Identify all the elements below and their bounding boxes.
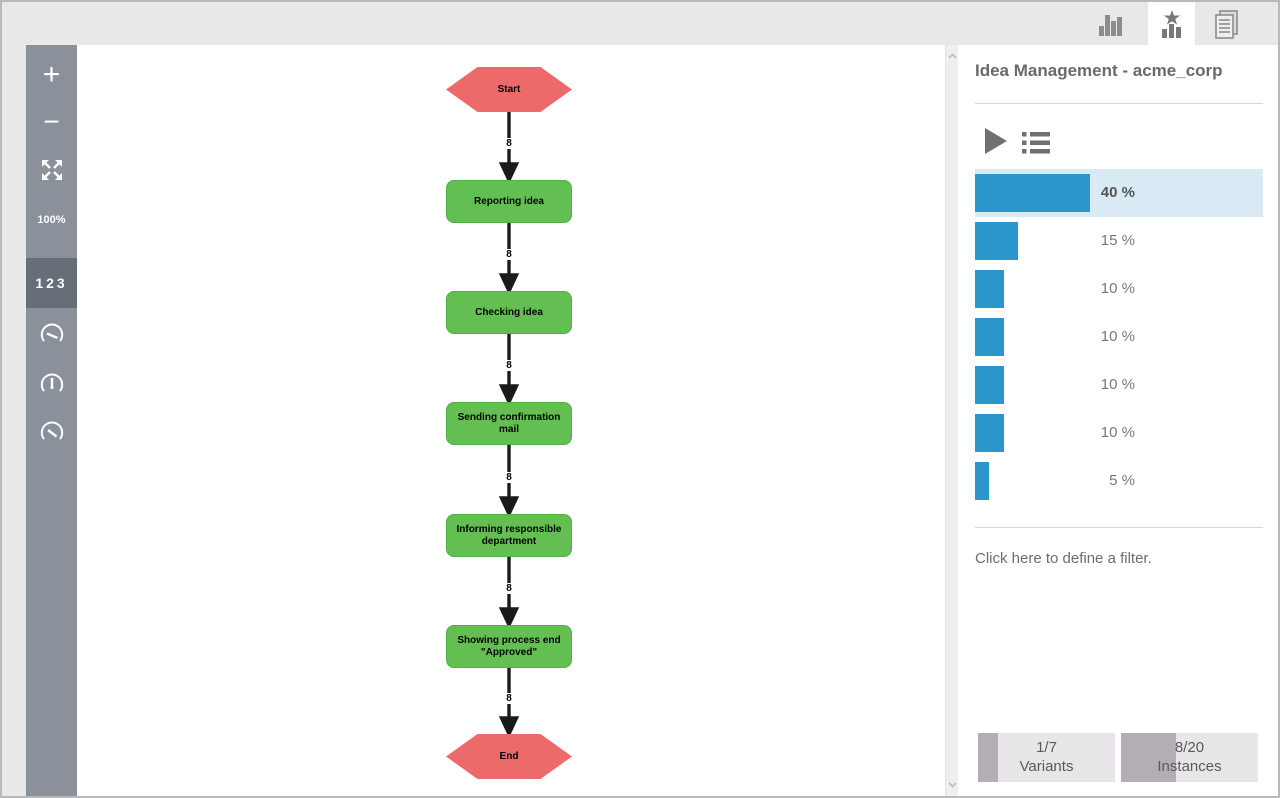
variant-explorer-panel: Idea Management - acme_corp (958, 45, 1278, 796)
flow-node-activity[interactable]: Informing responsible department (446, 514, 572, 557)
instances-stat-label: Instances (1157, 758, 1222, 775)
documents-icon (1212, 9, 1240, 39)
define-filter-link[interactable]: Click here to define a filter. (975, 550, 1152, 567)
variant-list: 40 % 15 % 10 % 10 % 10 % 10 % (975, 169, 1263, 505)
gauge-fast-icon (39, 420, 65, 446)
edge-count-label: 8 (505, 583, 513, 594)
process-map-canvas[interactable]: Start Reporting idea Checking idea Sendi… (77, 45, 945, 796)
variant-percent: 40 % (1100, 184, 1135, 201)
flow-node-activity[interactable]: Reporting idea (446, 180, 572, 223)
edge-count-label: 8 (505, 360, 513, 371)
variant-percent: 10 % (1100, 280, 1135, 297)
variants-stat-fill (978, 733, 998, 782)
variant-list-button[interactable] (1022, 132, 1050, 154)
flow-node-end[interactable]: End (446, 734, 572, 779)
variant-row[interactable]: 5 % (975, 457, 1263, 505)
variant-row[interactable]: 10 % (975, 313, 1263, 361)
topbar (2, 2, 1278, 45)
divider (975, 527, 1263, 528)
list-icon (1022, 132, 1050, 154)
panel-title: Idea Management - acme_corp (975, 61, 1223, 80)
variant-bar (975, 414, 1004, 452)
tab-variant-explorer[interactable] (1148, 2, 1195, 45)
play-animation-button[interactable] (984, 127, 1008, 155)
expand-icon (39, 157, 65, 183)
variants-stat-label: Variants (1019, 758, 1074, 775)
variant-bar (975, 462, 990, 500)
bar-chart-icon (1096, 10, 1126, 38)
variant-percent: 15 % (1100, 232, 1135, 249)
instances-stat-fill (1121, 733, 1176, 782)
gauge-medium-icon (39, 372, 65, 398)
divider (975, 103, 1263, 104)
instances-stat-value: 8/20 (1174, 739, 1205, 756)
zoom-out-button[interactable]: − (43, 106, 60, 137)
animation-speed-slow-button[interactable] (26, 321, 77, 349)
variant-percent: 10 % (1100, 424, 1135, 441)
variant-row[interactable]: 10 % (975, 409, 1263, 457)
zoom-in-button[interactable]: + (42, 58, 61, 91)
variant-percent: 10 % (1100, 328, 1135, 345)
variant-bar (975, 270, 1004, 308)
variant-percent: 5 % (1109, 472, 1135, 489)
tab-chart-view[interactable] (1087, 2, 1134, 45)
variants-stat-slider[interactable]: 1/7 Variants (978, 733, 1115, 782)
variant-percent: 10 % (1100, 376, 1135, 393)
edge-count-label: 8 (505, 472, 513, 483)
variants-stat-value: 1/7 (1036, 739, 1057, 756)
star-chart-icon (1158, 9, 1186, 39)
edge-count-label: 8 (505, 138, 513, 149)
play-icon (984, 127, 1008, 155)
flow-node-activity[interactable]: Checking idea (446, 291, 572, 334)
edge-count-label: 8 (505, 693, 513, 704)
gauge-slow-icon (39, 322, 65, 348)
variant-row[interactable]: 10 % (975, 265, 1263, 313)
variant-row[interactable]: 15 % (975, 217, 1263, 265)
edge-count-label: 8 (505, 249, 513, 260)
fit-to-screen-button[interactable] (26, 155, 77, 185)
variant-bar (975, 222, 1019, 260)
zoom-level-label: 100% (37, 214, 66, 226)
variant-bar (975, 174, 1091, 212)
flow-node-activity[interactable]: Sending confirmation mail (446, 402, 572, 445)
animation-speed-fast-button[interactable] (26, 419, 77, 447)
variant-row[interactable]: 40 % (975, 169, 1263, 217)
variant-row[interactable]: 10 % (975, 361, 1263, 409)
instances-stat-slider[interactable]: 8/20 Instances (1121, 733, 1258, 782)
scroll-up-icon[interactable] (947, 51, 958, 62)
show-counts-button[interactable]: 123 (26, 258, 77, 308)
map-toolbar: + − 100% 123 (26, 45, 77, 796)
flow-node-activity[interactable]: Showing process end "Approved" (446, 625, 572, 668)
scroll-down-icon[interactable] (947, 779, 958, 790)
flow-node-start[interactable]: Start (446, 67, 572, 112)
variant-bar (975, 318, 1004, 356)
tab-report-view[interactable] (1202, 2, 1249, 45)
animation-speed-medium-button[interactable] (26, 371, 77, 399)
variant-bar (975, 366, 1004, 404)
canvas-vertical-scrollbar[interactable] (945, 45, 958, 796)
